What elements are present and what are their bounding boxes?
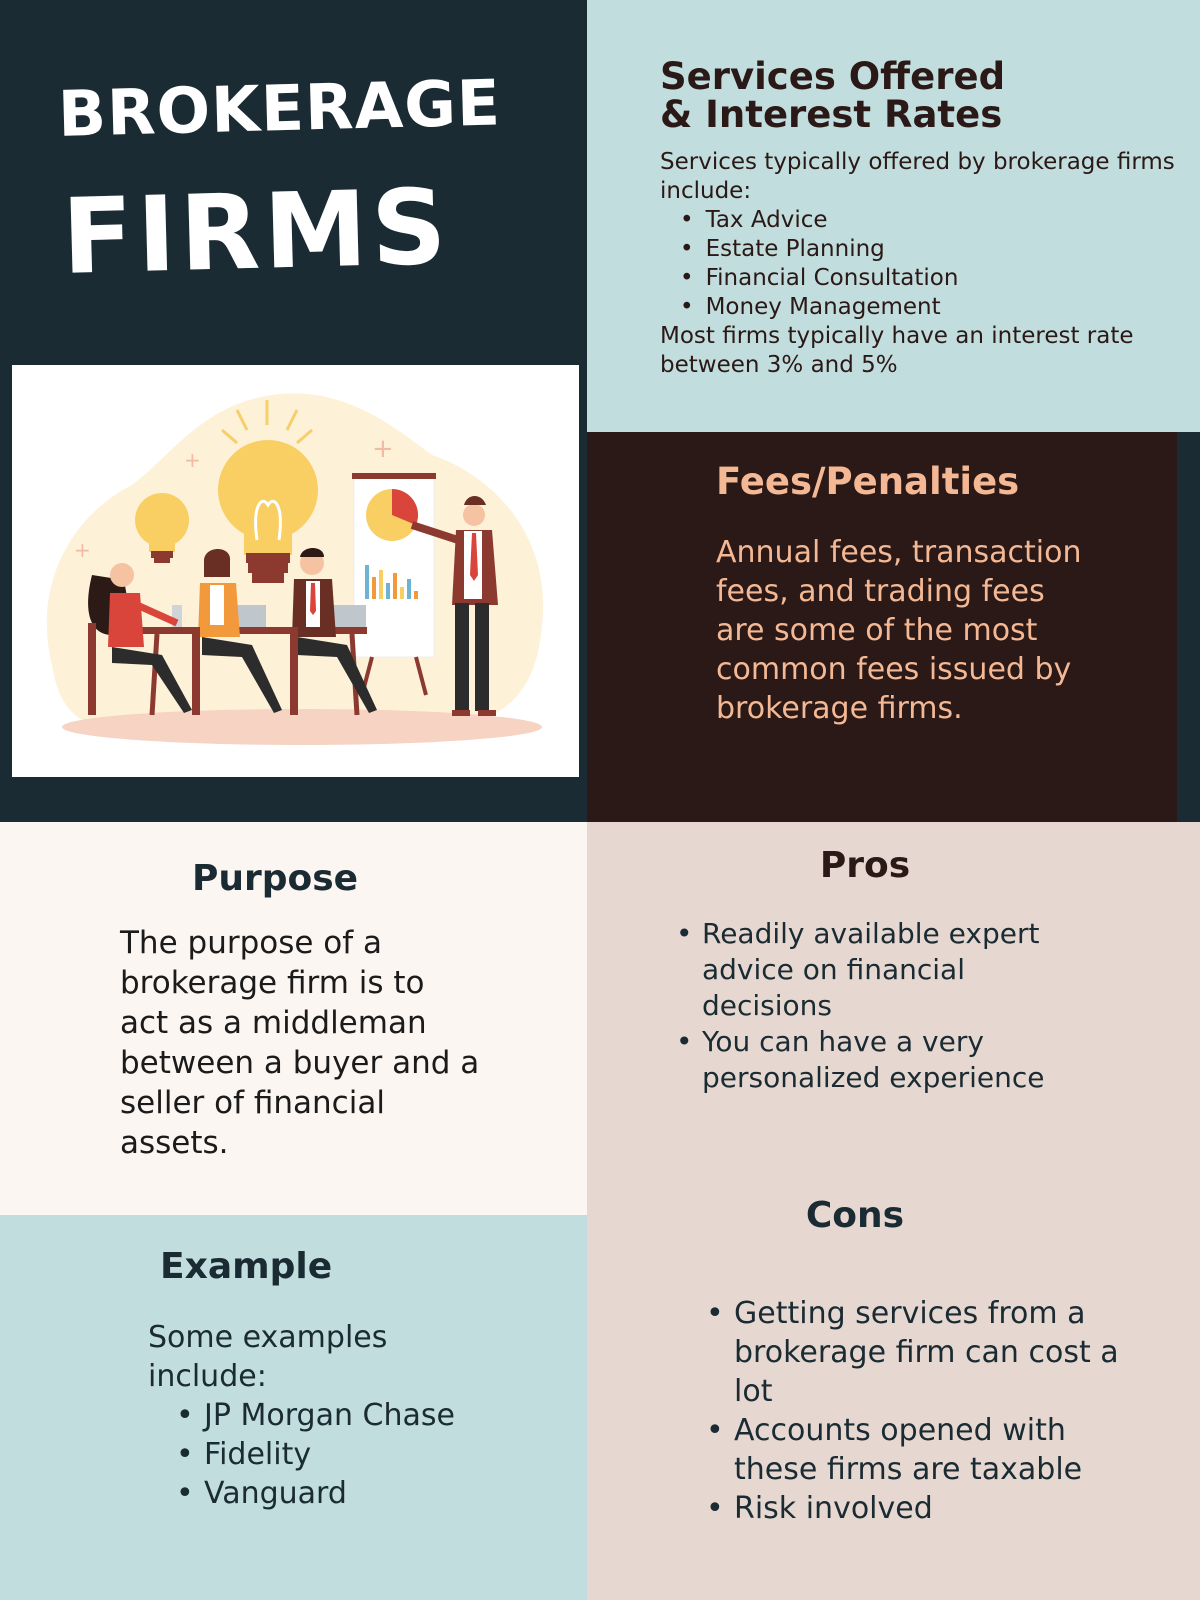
pros-list: Readily available expert advice on finan… — [676, 916, 1096, 1096]
list-item: Readily available expert advice on finan… — [676, 916, 1096, 1024]
purpose-panel — [0, 822, 587, 1215]
title-line-1: BROKERAGE — [57, 66, 502, 151]
cons-heading: Cons — [805, 1195, 905, 1236]
services-intro: Services typically offered by brokerage … — [660, 149, 1175, 204]
list-item: You can have a very personalized experie… — [676, 1024, 1096, 1096]
pros-heading: Pros — [819, 845, 911, 886]
list-item: Money Management — [680, 293, 1180, 322]
svg-text:+: + — [184, 448, 201, 472]
example-heading: Example — [160, 1246, 333, 1287]
services-outro: Most firms typically have an interest ra… — [660, 323, 1134, 378]
meeting-scene-icon: + + + — [46, 393, 544, 745]
fees-panel-edge — [1177, 432, 1200, 822]
services-list: Tax Advice Estate Planning Financial Con… — [660, 206, 1180, 322]
fees-heading: Fees/Penalties — [716, 460, 1020, 503]
fees-body: Annual fees, transaction fees, and tradi… — [716, 535, 1082, 726]
services-heading-line-2: & Interest Rates — [660, 93, 1003, 136]
purpose-body: The purpose of a brokerage firm is to ac… — [120, 925, 480, 1161]
list-item: Risk involved — [706, 1489, 1126, 1528]
example-intro: Some examples include: — [148, 1320, 388, 1394]
svg-text:+: + — [74, 538, 91, 562]
fees-panel — [587, 432, 1177, 822]
business-meeting-illustration: + + + — [12, 365, 579, 777]
services-body: Services typically offered by brokerage … — [660, 148, 1180, 380]
list-item: JP Morgan Chase — [176, 1396, 478, 1435]
svg-text:+: + — [372, 434, 394, 464]
list-item: Accounts opened with these firms are tax… — [706, 1411, 1126, 1489]
list-item: Getting services from a brokerage firm c… — [706, 1294, 1126, 1411]
pros-body: Readily available expert advice on finan… — [676, 916, 1096, 1096]
list-item: Tax Advice — [680, 206, 1180, 235]
list-item: Estate Planning — [680, 235, 1180, 264]
cons-list: Getting services from a brokerage firm c… — [706, 1294, 1126, 1528]
example-body: Some examples include: JP Morgan Chase F… — [148, 1318, 478, 1513]
list-item: Vanguard — [176, 1474, 478, 1513]
cons-body: Getting services from a brokerage firm c… — [706, 1294, 1126, 1528]
list-item: Financial Consultation — [680, 264, 1180, 293]
list-item: Fidelity — [176, 1435, 478, 1474]
title-line-2: FIRMS — [60, 165, 452, 298]
services-heading-line-1: Services Offered — [660, 55, 1006, 98]
services-heading: Services Offered & Interest Rates — [660, 58, 1180, 134]
purpose-heading: Purpose — [191, 858, 359, 899]
example-list: JP Morgan Chase Fidelity Vanguard — [148, 1396, 478, 1513]
